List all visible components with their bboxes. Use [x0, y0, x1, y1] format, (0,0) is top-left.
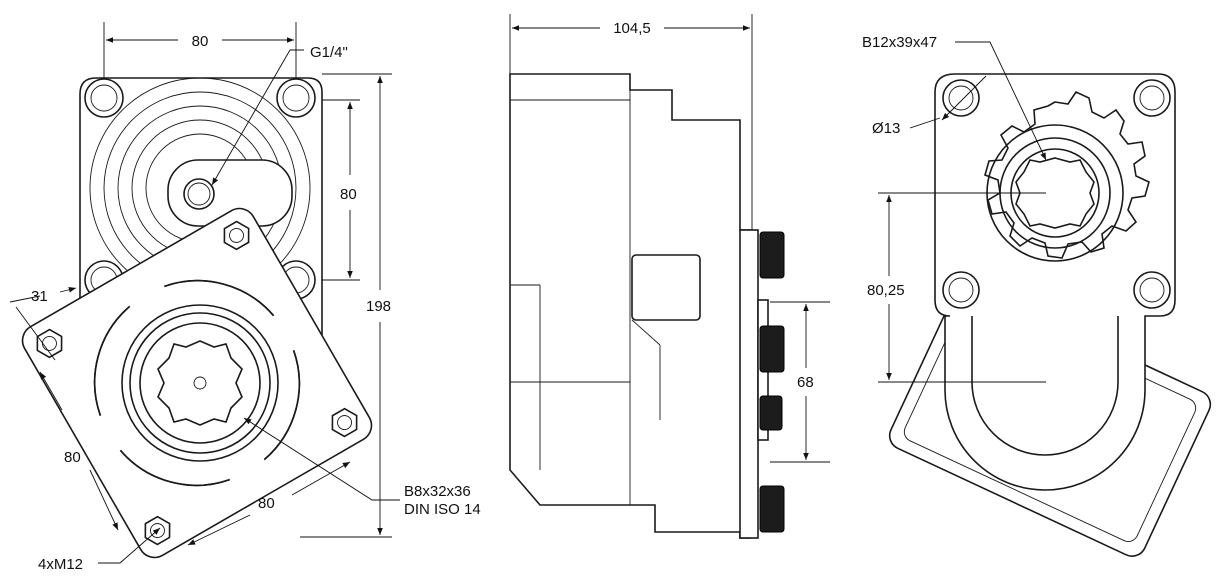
dim-bolts: 4xM12: [38, 556, 83, 573]
dim-port: G1/4": [310, 44, 348, 61]
side-dimensions: 104,5 68: [509, 14, 830, 463]
rear-view: [888, 73, 1212, 557]
dim-spline-front-std: DIN ISO 14: [404, 501, 481, 518]
dim-side-height: 68: [797, 374, 814, 391]
front-view: [21, 77, 373, 559]
dim-rear-distance: 80,25: [867, 282, 905, 299]
dim-flange-bottom: 80: [258, 495, 275, 512]
dim-side-length: 104,5: [613, 20, 651, 37]
dim-front-vertical: 80: [340, 186, 357, 203]
dim-offset: 31: [31, 288, 48, 305]
dim-rear-hole: Ø13: [872, 120, 900, 137]
rear-dimensions: B12x39x47 Ø13 80,25: [862, 34, 1047, 383]
dim-spline-front: B8x32x36: [404, 483, 471, 500]
dim-flange-left: 80: [64, 449, 81, 466]
dim-overall-height: 198: [366, 298, 391, 315]
side-view: [509, 73, 785, 539]
dim-rear-spline: B12x39x47: [862, 34, 937, 51]
dim-front-width: 80: [192, 33, 209, 50]
front-dimensions: 80 G1/4" 80 198 31 80 80 B8x32x36 DIN IS…: [9, 22, 481, 573]
